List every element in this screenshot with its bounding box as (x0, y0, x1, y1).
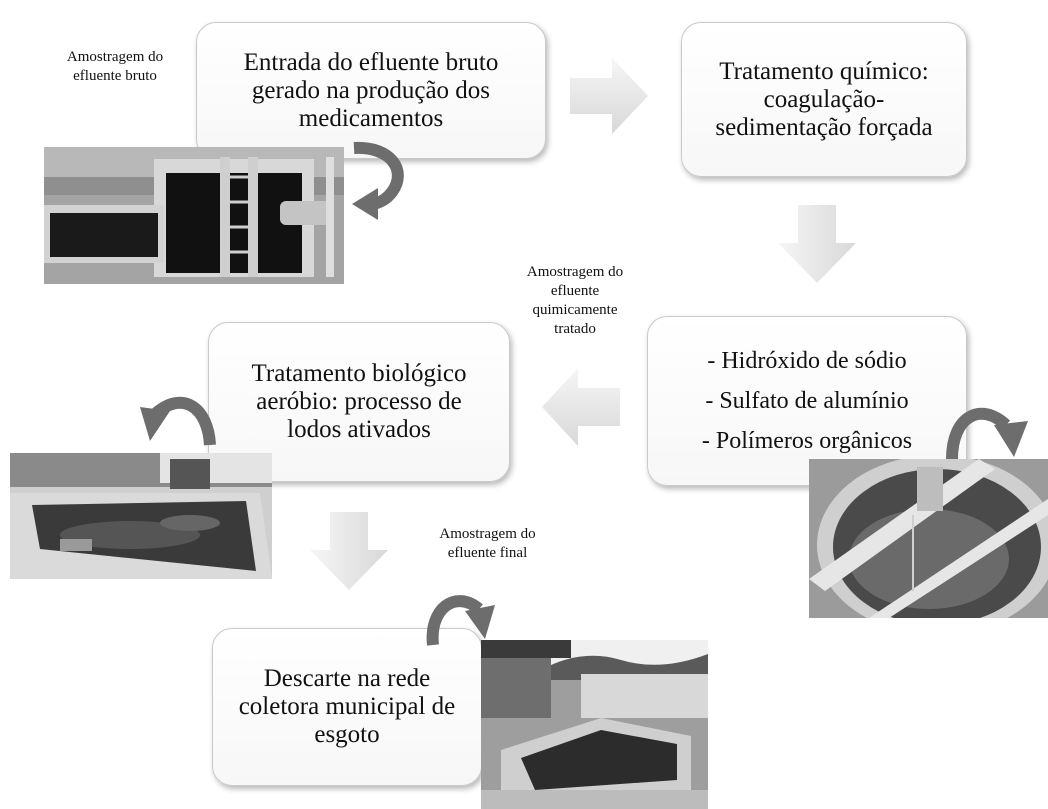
sample-arrow-decantador-icon (946, 408, 1028, 460)
sampling-final-label: Amostragem do efluente final (439, 526, 536, 561)
flow-arrow-down-icon (310, 512, 388, 590)
photo-decantador (809, 459, 1048, 618)
flow-arrow-right-icon (570, 58, 648, 134)
flow-arrow-down-icon (778, 205, 856, 283)
photo-tanque-entrada (44, 147, 344, 284)
sample-arrow-aerobio-icon (140, 396, 216, 446)
photo-tanque-final (481, 640, 708, 809)
sample-arrow-bruto-icon (352, 141, 404, 220)
step-entrada-box: Entrada do efluente bruto gerado na prod… (196, 22, 546, 159)
reagente-item: - Hidróxido de sódio (707, 348, 907, 374)
step-quimico-text: Tratamento químico: coagulação- sediment… (715, 57, 933, 141)
reagente-item: - Sulfato de alumínio (705, 388, 909, 414)
photo-tanque-aerobio (10, 453, 272, 579)
step-biologico-text: Tratamento biológico aeróbio: processo d… (251, 360, 467, 443)
step-reagentes-box: - Hidróxido de sódio - Sulfato de alumín… (647, 316, 967, 486)
sampling-quimico-label: Amostragem do efluente quimicamente trat… (526, 264, 624, 337)
step-entrada-text: Entrada do efluente bruto gerado na prod… (243, 48, 499, 132)
sample-arrow-final-icon (426, 595, 495, 646)
step-quimico-box: Tratamento químico: coagulação- sediment… (681, 22, 967, 177)
step-descarte-text: Descarte na rede coletora municipal de e… (238, 665, 456, 748)
step-descarte-box: Descarte na rede coletora municipal de e… (212, 628, 482, 786)
flow-arrow-left-icon (542, 368, 620, 446)
reagente-item: - Polímeros orgânicos (701, 428, 913, 454)
sampling-bruto-label: Amostragem do efluente bruto (66, 49, 164, 84)
step-biologico-box: Tratamento biológico aeróbio: processo d… (208, 322, 510, 482)
